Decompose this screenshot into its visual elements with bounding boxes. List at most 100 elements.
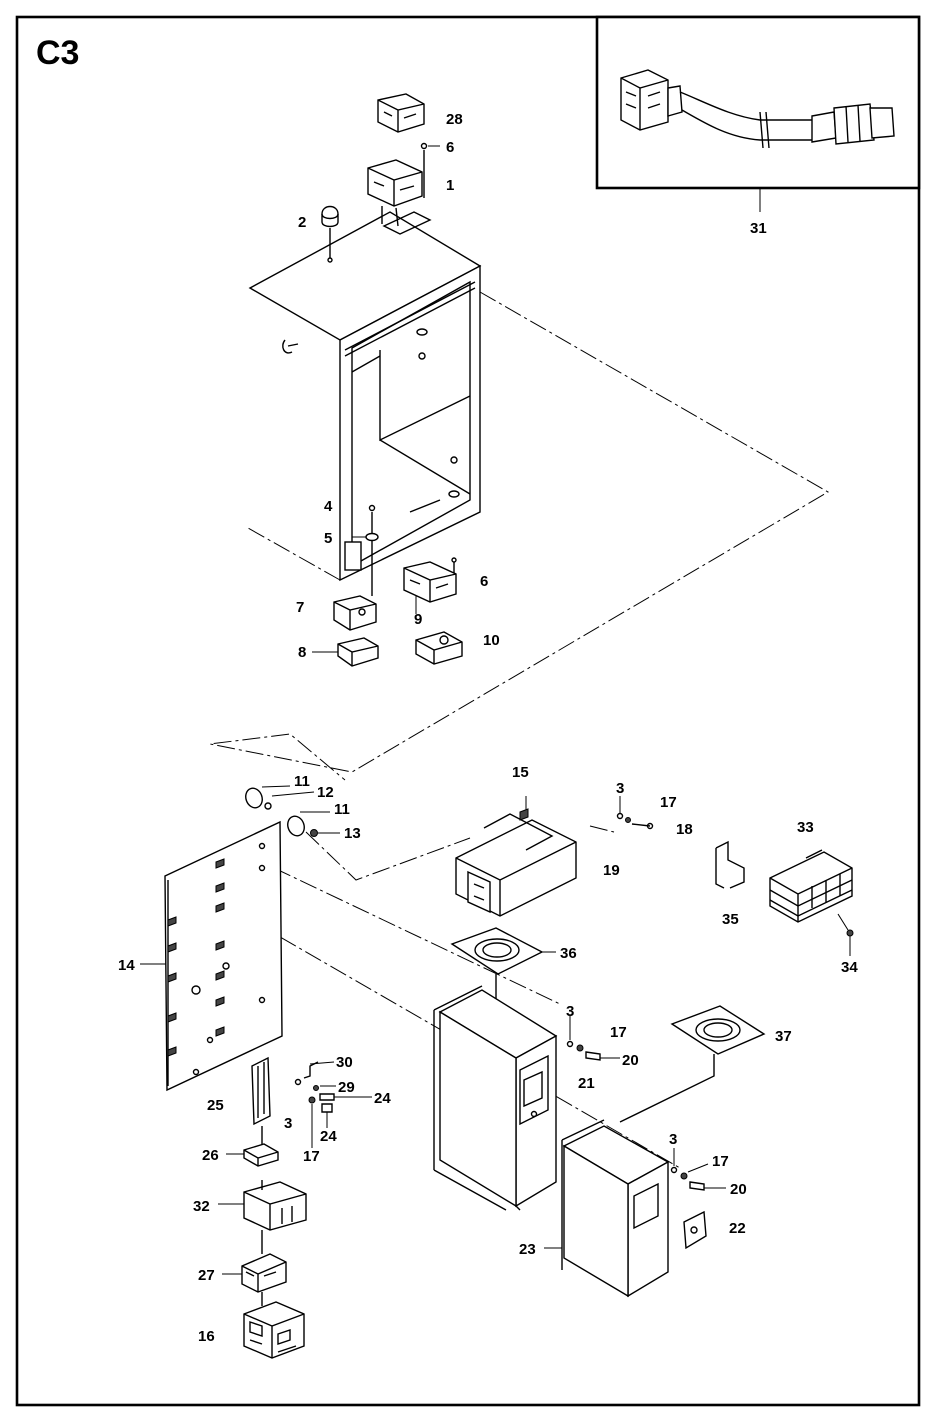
label-29: 29 <box>338 1079 355 1096</box>
connector-insert-8 <box>312 637 379 667</box>
nut-34 <box>837 913 854 956</box>
label-2: 2 <box>298 214 306 231</box>
connector-housing-28 <box>377 93 425 133</box>
screw-4 <box>368 504 376 534</box>
label-24a: 24 <box>374 1090 391 1107</box>
label-28: 28 <box>446 111 463 128</box>
label-12: 12 <box>317 784 334 801</box>
contactor-16 <box>243 1301 305 1359</box>
screw-6-top <box>420 142 440 198</box>
label-3-housing: 3 <box>669 1131 677 1148</box>
mounting-plate-studs <box>140 842 266 1076</box>
label-22: 22 <box>729 1220 746 1237</box>
washer-3-inverter <box>566 1016 574 1048</box>
label-30: 30 <box>336 1054 353 1071</box>
screw-20-housing <box>689 1181 726 1191</box>
label-3-inverter: 3 <box>566 1003 574 1020</box>
label-35: 35 <box>722 911 739 928</box>
bracket-35 <box>715 840 745 889</box>
washer-17-filter <box>625 817 631 823</box>
label-3-filter: 3 <box>616 780 624 797</box>
mounting-plate-14 <box>164 820 283 1092</box>
label-19: 19 <box>603 862 620 879</box>
label-24b: 24 <box>320 1128 337 1145</box>
label-5: 5 <box>324 530 332 547</box>
label-6-bottom: 6 <box>480 573 488 590</box>
label-17-filter: 17 <box>660 794 677 811</box>
screw-24a <box>319 1093 372 1101</box>
fan-grille-36 <box>450 927 556 1024</box>
housing-23 <box>544 1119 670 1298</box>
label-20-housing: 20 <box>730 1181 747 1198</box>
washer-5 <box>352 532 379 596</box>
enclosure-box <box>248 211 482 582</box>
label-26: 26 <box>202 1147 219 1164</box>
washer-11a <box>245 785 291 809</box>
label-6-top: 6 <box>446 139 454 156</box>
emc-filter-19 <box>455 796 577 917</box>
end-stop-26 <box>226 1143 279 1167</box>
terminal-block-32 <box>218 1180 307 1254</box>
cable-assembly <box>620 69 895 149</box>
washer-29 <box>313 1085 336 1091</box>
page-frame <box>15 15 921 1407</box>
washer-11b <box>287 811 330 837</box>
connector-insert-1 <box>367 159 423 227</box>
label-32: 32 <box>193 1198 210 1215</box>
washer-3-filter <box>616 796 624 820</box>
insulator-12 <box>264 791 315 810</box>
screw-18 <box>631 822 654 830</box>
inverter-21 <box>433 985 558 1211</box>
label-31: 31 <box>750 220 767 237</box>
label-15: 15 <box>512 764 529 781</box>
din-rail-25 <box>251 1056 271 1150</box>
nut-13 <box>310 829 340 837</box>
label-4: 4 <box>324 498 333 515</box>
label-21: 21 <box>578 1075 595 1092</box>
label-14: 14 <box>118 957 135 974</box>
label-18: 18 <box>676 821 693 838</box>
label-37: 37 <box>775 1028 792 1045</box>
connector-housing-9 <box>403 561 457 614</box>
connector-housing-7 <box>333 595 377 631</box>
washer-17-inverter <box>576 1044 584 1052</box>
relay-27 <box>222 1253 287 1306</box>
label-9: 9 <box>414 611 422 628</box>
label-25: 25 <box>207 1097 224 1114</box>
label-34: 34 <box>841 959 858 976</box>
label-11b: 11 <box>334 801 350 818</box>
label-27: 27 <box>198 1267 215 1284</box>
label-23: 23 <box>519 1241 536 1258</box>
cable-inset <box>595 15 921 212</box>
bracket-30 <box>303 1061 335 1079</box>
cap-2 <box>321 205 339 258</box>
label-11a: 11 <box>294 773 310 790</box>
bracket-22 <box>683 1210 707 1250</box>
terminal-block-33 <box>769 849 853 923</box>
assembly-guide-lines <box>209 291 829 1169</box>
label-16: 16 <box>198 1328 215 1345</box>
label-7: 7 <box>296 599 304 616</box>
label-3-rail: 3 <box>284 1115 292 1132</box>
part-labels: 28 6 1 2 31 4 5 6 7 9 8 10 15 3 17 18 19… <box>118 111 858 1345</box>
label-1: 1 <box>446 177 454 194</box>
label-20-inverter: 20 <box>622 1052 639 1069</box>
label-8: 8 <box>298 644 306 661</box>
screw-24b <box>321 1103 333 1128</box>
connector-insert-10 <box>415 631 463 665</box>
fan-grille-37 <box>619 1005 766 1123</box>
label-13: 13 <box>344 825 361 842</box>
label-17-rail: 17 <box>303 1148 320 1165</box>
label-17-housing: 17 <box>712 1153 729 1170</box>
label-36: 36 <box>560 945 577 962</box>
section-label: C3 <box>36 34 79 72</box>
label-33: 33 <box>797 819 814 836</box>
label-17-inverter: 17 <box>610 1024 627 1041</box>
screw-20-inverter <box>585 1051 620 1061</box>
washer-3-housing <box>670 1148 678 1174</box>
washer-3-rail <box>294 1078 302 1086</box>
washer-17-rail <box>308 1096 316 1148</box>
washer-17-housing <box>680 1163 709 1180</box>
label-10: 10 <box>483 632 500 649</box>
